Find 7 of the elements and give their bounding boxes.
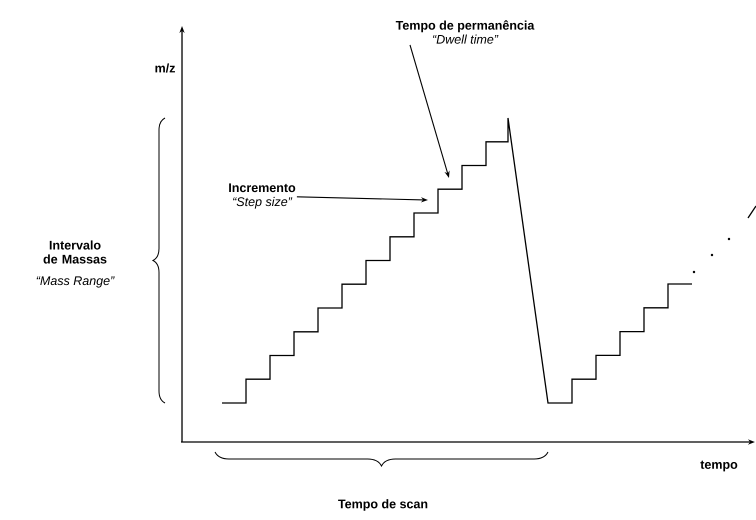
annotation-text: Incremento “Step size” <box>229 183 296 209</box>
axis-label: m/z <box>155 63 175 73</box>
brace-label: Intervalo de Massas <box>44 240 106 264</box>
axis-label: tempo <box>700 460 738 472</box>
annotation-text: Tempo de permanência “Dwell time” <box>396 20 534 44</box>
brace-label: Tempo de scan <box>338 499 428 511</box>
brace-label: “Mass Range” <box>36 276 115 288</box>
